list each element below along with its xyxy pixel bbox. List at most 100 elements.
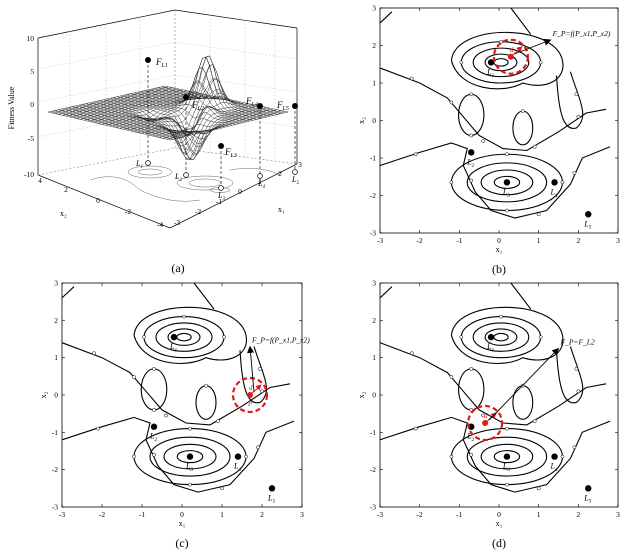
contour-lobe: [450, 31, 564, 90]
local-optimum-L1: [170, 333, 178, 341]
contour-marker: [505, 482, 509, 487]
point-label: P: [247, 400, 253, 408]
y-tick-label: 1: [372, 353, 376, 362]
x-axis-label: x₁: [496, 245, 503, 254]
local-optimum-L5: [585, 485, 592, 492]
contour-lines: [61, 282, 295, 493]
label-L1: L1: [169, 342, 177, 353]
x2-tick: 4: [38, 176, 42, 185]
contour-marker: [560, 180, 565, 185]
contour-ring: [512, 110, 534, 146]
y-tick-label: -2: [52, 465, 58, 474]
contour-lines: [379, 282, 611, 493]
label-L5: L5: [291, 175, 299, 186]
selection-radius-circle: [492, 38, 529, 75]
contour-lobe: [450, 306, 564, 364]
local-optimum-L1: [487, 333, 495, 341]
contour-lobe: [133, 306, 248, 364]
contour-marker: [532, 144, 537, 149]
contour-marker: [152, 408, 156, 412]
contour-marker: [560, 454, 565, 459]
x-tick-label: 2: [576, 236, 580, 245]
contour-ring: [512, 385, 534, 420]
contour-ring-L3: [149, 436, 231, 477]
y-tick-label: 2: [54, 316, 58, 325]
contour-ring-L3: [176, 450, 204, 464]
separatrix: [510, 282, 532, 310]
contour-marker: [572, 171, 577, 175]
contour-marker: [413, 426, 418, 431]
contour-marker: [576, 389, 581, 394]
label-FL1: FL1: [155, 57, 168, 69]
x-tick-label: -2: [99, 510, 105, 519]
contour-marker: [188, 426, 192, 431]
contour-ring-L1: [472, 47, 530, 78]
local-optimum-L3: [186, 453, 194, 460]
label-L1: L1: [486, 67, 494, 78]
contour-marker: [449, 100, 454, 105]
y-tick-label: -3: [52, 503, 58, 512]
x-tick-label: -3: [59, 510, 65, 519]
x1-tick: -1: [216, 197, 222, 206]
contour-marker: [538, 60, 543, 65]
contour-marker: [576, 114, 581, 119]
mesh-line: [151, 88, 275, 116]
mesh-line: [112, 56, 231, 128]
x1-tick: 0: [238, 187, 242, 196]
label-L4: L4: [550, 462, 558, 473]
selection-radius-circle: [467, 404, 504, 442]
contour-marker: [204, 383, 208, 388]
contour-marker: [449, 454, 454, 459]
mesh-line: [141, 105, 260, 160]
mesh-line: [133, 67, 257, 120]
x-tick-label: 1: [220, 510, 224, 519]
annotation-text: F_P=f(P_x1,P_x2): [552, 29, 611, 38]
contour-marker: [536, 212, 541, 217]
contour-marker: [182, 314, 186, 319]
contour-marker: [256, 445, 260, 450]
local-optimum-L2: [468, 149, 475, 156]
contour-marker: [481, 139, 485, 143]
contour-marker: [538, 335, 543, 339]
y-axis-label: x₂: [357, 117, 366, 124]
contour-lobe: [239, 346, 267, 404]
contour-marker: [96, 426, 100, 431]
label-L2: L2: [149, 432, 157, 443]
contour-ring-L3: [466, 436, 548, 477]
mesh-line: [161, 86, 285, 114]
drop-lines: [147, 60, 296, 188]
y-tick-label: 3: [372, 279, 376, 288]
contour-marker: [152, 452, 156, 457]
contour-marker: [409, 351, 414, 356]
mesh-line: [164, 85, 289, 113]
label-L3: L3: [502, 187, 510, 198]
contour-marker: [459, 335, 464, 339]
contour-marker: [469, 452, 474, 457]
contour-ring-L1: [176, 332, 192, 342]
contour-lobe: [555, 71, 584, 129]
x-tick-label: -1: [456, 510, 462, 519]
mesh-line: [152, 107, 270, 148]
x-tick-label: -3: [377, 236, 383, 245]
separatrix: [379, 142, 611, 219]
radius-arrow: [249, 384, 262, 396]
x-tick-label: 0: [497, 510, 501, 519]
contour-marker: [505, 152, 509, 157]
y-tick-label: 2: [372, 316, 376, 325]
x-tick-label: 3: [300, 510, 304, 519]
mesh-line: [159, 109, 278, 138]
y-tick-label: -3: [370, 503, 376, 512]
label-L5: L5: [583, 493, 591, 504]
contour-ring-L3: [480, 169, 534, 196]
panel-a-box: [37, 9, 298, 229]
contour-ring-L3: [480, 443, 534, 470]
y-tick-label: 3: [372, 4, 376, 13]
floor-labels: L1 L2 L3 L4 L5: [135, 159, 299, 202]
annotation-text: F_P=f(P_x1,P_x2): [251, 336, 310, 345]
contour-ring-L1: [484, 53, 518, 72]
contour-marker: [220, 486, 224, 491]
surface-mesh: [47, 55, 289, 161]
